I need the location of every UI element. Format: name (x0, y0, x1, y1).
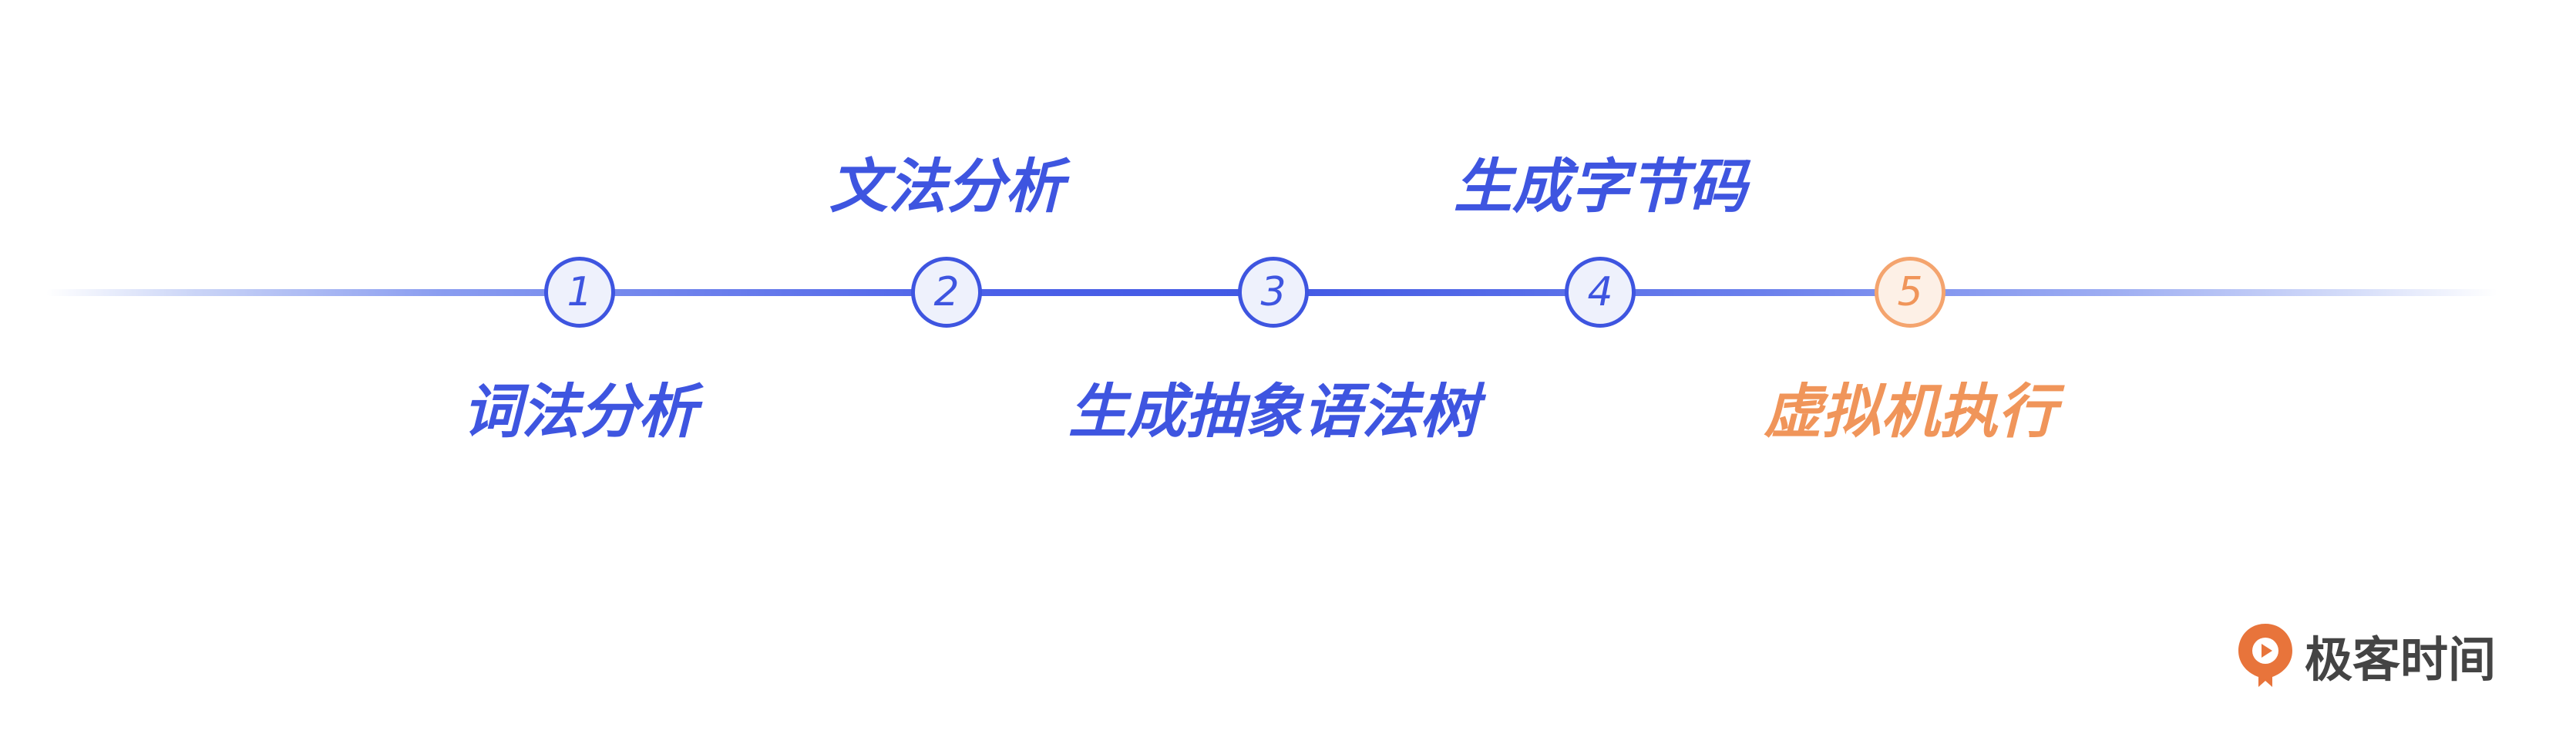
step-number-1: 1 (567, 269, 593, 315)
step-number-5: 5 (1897, 269, 1923, 315)
brand-name: 极客时间 (2305, 631, 2497, 688)
step-label-5: 虚拟机执行 (1764, 377, 2056, 446)
brand-logo-icon (2238, 624, 2292, 687)
step-number-2: 2 (933, 269, 960, 315)
step-node-4: 4 (1565, 257, 1636, 328)
step-label-4: 生成字节码 (1454, 152, 1747, 221)
step-node-5: 5 (1875, 257, 1945, 328)
brand: 极客时间 (2235, 617, 2496, 694)
step-number-3: 3 (1260, 269, 1286, 315)
step-label-2: 文法分析 (829, 152, 1064, 221)
step-node-1: 1 (544, 257, 615, 328)
step-label-1: 词法分析 (462, 377, 697, 446)
step-node-3: 3 (1238, 257, 1309, 328)
step-node-2: 2 (911, 257, 982, 328)
step-label-3: 生成抽象语法树 (1068, 377, 1478, 446)
step-number-4: 4 (1587, 269, 1613, 315)
